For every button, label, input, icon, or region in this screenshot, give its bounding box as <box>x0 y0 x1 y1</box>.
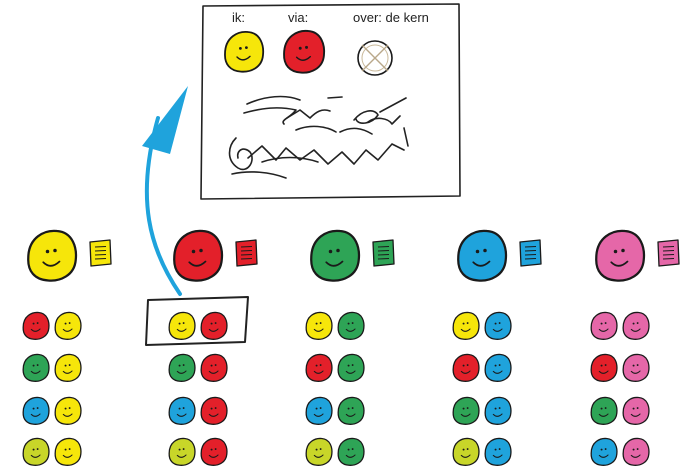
column-pink <box>591 231 679 465</box>
red-face-icon <box>453 354 479 381</box>
red-face-icon <box>306 354 332 381</box>
face-pair <box>306 397 364 424</box>
pink-face-icon <box>623 312 649 339</box>
red-face-icon <box>23 312 49 339</box>
card-label-over: over: de kern <box>353 10 429 25</box>
green-face-icon <box>338 438 364 465</box>
blue-main-face-icon <box>458 231 506 281</box>
red-face-icon <box>284 31 324 73</box>
face-pair <box>23 354 81 381</box>
yellow-face-icon <box>169 312 195 339</box>
red-note-icon <box>236 240 257 266</box>
face-pair <box>169 312 227 339</box>
green-main-face-icon <box>311 231 359 281</box>
pink-face-icon <box>623 438 649 465</box>
pink-face-icon <box>623 354 649 381</box>
face-pair <box>23 312 81 339</box>
lime-face-icon <box>23 438 49 465</box>
blue-face-icon <box>23 397 49 424</box>
green-face-icon <box>338 397 364 424</box>
column-green <box>306 231 394 465</box>
lime-face-icon <box>453 438 479 465</box>
lime-face-icon <box>306 438 332 465</box>
blue-face-icon <box>485 354 511 381</box>
face-pair <box>23 397 81 424</box>
green-face-icon <box>23 354 49 381</box>
yellow-face-icon <box>306 312 332 339</box>
yellow-main-face-icon <box>28 231 76 281</box>
column-red <box>169 231 257 465</box>
yellow-face-icon <box>453 312 479 339</box>
crossed-circle-icon <box>358 41 392 75</box>
column-blue <box>453 231 541 465</box>
face-pair <box>23 438 81 465</box>
blue-face-icon <box>306 397 332 424</box>
red-main-face-icon <box>174 231 222 281</box>
red-face-icon <box>591 354 617 381</box>
highlight-box <box>146 297 248 345</box>
lime-face-icon <box>169 438 195 465</box>
red-face-icon <box>201 312 227 339</box>
card-label-via: via: <box>288 10 308 25</box>
blue-face-icon <box>169 397 195 424</box>
card-label-ik: ik: <box>232 10 245 25</box>
face-pair <box>453 438 511 465</box>
yellow-note-icon <box>90 240 111 266</box>
face-pair <box>453 397 511 424</box>
red-face-icon <box>201 438 227 465</box>
green-face-icon <box>338 312 364 339</box>
face-pair <box>306 354 364 381</box>
blue-note-icon <box>520 240 541 266</box>
card: ik: via: over: de kern <box>201 4 460 199</box>
pink-note-icon <box>658 240 679 266</box>
face-pair <box>169 438 227 465</box>
blue-face-icon <box>485 438 511 465</box>
green-note-icon <box>373 240 394 266</box>
yellow-face-icon <box>225 32 263 72</box>
face-pair <box>306 312 364 339</box>
face-pair <box>591 354 649 381</box>
green-face-icon <box>453 397 479 424</box>
yellow-face-icon <box>55 312 81 339</box>
blue-face-icon <box>485 397 511 424</box>
face-pair <box>591 397 649 424</box>
column-yellow <box>23 231 111 465</box>
yellow-face-icon <box>55 397 81 424</box>
pink-face-icon <box>591 312 617 339</box>
green-face-icon <box>169 354 195 381</box>
yellow-face-icon <box>55 354 81 381</box>
blue-face-icon <box>485 312 511 339</box>
yellow-face-icon <box>55 438 81 465</box>
pink-main-face-icon <box>596 231 644 281</box>
green-face-icon <box>338 354 364 381</box>
face-pair <box>169 397 227 424</box>
face-pair <box>306 438 364 465</box>
red-face-icon <box>201 354 227 381</box>
blue-face-icon <box>591 438 617 465</box>
face-pair <box>591 312 649 339</box>
pink-face-icon <box>623 397 649 424</box>
face-pair <box>169 354 227 381</box>
face-pair <box>591 438 649 465</box>
red-face-icon <box>201 397 227 424</box>
green-face-icon <box>591 397 617 424</box>
face-pair <box>453 312 511 339</box>
face-pair <box>453 354 511 381</box>
